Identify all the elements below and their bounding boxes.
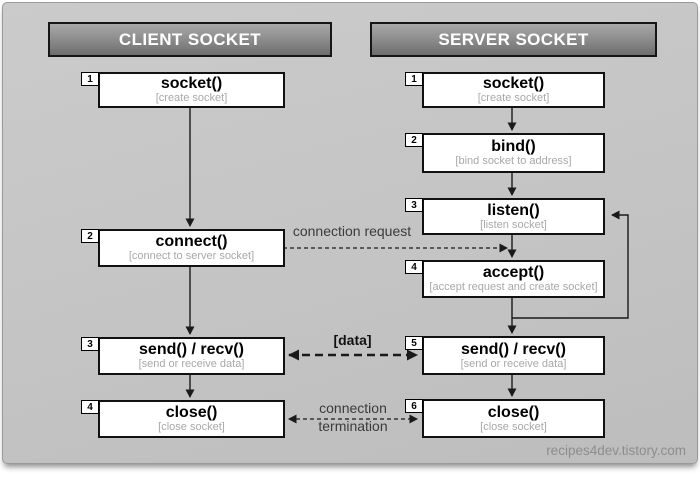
step-number-badge: 4 <box>81 400 99 414</box>
server-step-sendrecv: 5 send() / recv() [send or receive data] <box>405 336 605 375</box>
step-number-badge: 6 <box>405 399 423 413</box>
server-step-socket: 1 socket() [create socket] <box>405 72 605 108</box>
step-title: socket() <box>160 75 223 92</box>
connection-request-label: connection request <box>292 223 412 239</box>
step-subtitle: [create socket] <box>155 92 228 104</box>
step-subtitle: [create socket] <box>477 92 550 104</box>
step-number-badge: 3 <box>81 337 99 351</box>
server-step-bind: 2 bind() [bind socket to address] <box>405 133 605 173</box>
client-step-socket: 1 socket() [create socket] <box>81 72 285 108</box>
step-subtitle: [send or receive data] <box>138 358 245 370</box>
step-subtitle: [close socket] <box>480 420 547 433</box>
watermark-text: recipes4dev.tistory.com <box>546 443 686 458</box>
step-title: send() / recv() <box>139 341 244 358</box>
step-number-badge: 3 <box>405 198 423 212</box>
step-number-badge: 1 <box>81 72 99 86</box>
step-title: send() / recv() <box>461 340 566 358</box>
step-title: socket() <box>482 75 545 92</box>
client-socket-header: CLIENT SOCKET <box>48 22 332 57</box>
step-title: bind() <box>491 138 536 155</box>
step-subtitle: [close socket] <box>158 421 225 433</box>
connection-termination-label-line2: termination <box>318 418 388 434</box>
server-socket-header: SERVER SOCKET <box>370 22 657 57</box>
step-subtitle: [listen socket] <box>480 218 547 231</box>
step-title: close() <box>487 403 540 421</box>
client-step-connect: 2 connect() [connect to server socket] <box>81 229 285 267</box>
step-number-badge: 2 <box>405 133 423 147</box>
server-step-accept: 4 accept() [accept request and create so… <box>405 260 605 298</box>
data-exchange-label: [data] <box>333 332 372 348</box>
server-step-close: 6 close() [close socket] <box>405 399 605 438</box>
step-number-badge: 5 <box>405 336 423 350</box>
arrow-accept-loop-to-listen <box>512 210 629 319</box>
server-step-listen: 3 listen() [listen socket] <box>405 198 605 235</box>
step-number-badge: 4 <box>405 260 423 274</box>
step-subtitle: [connect to server socket] <box>128 250 255 262</box>
step-title: close() <box>165 404 218 421</box>
step-subtitle: [accept request and create socket] <box>429 281 598 293</box>
connection-termination-label-line1: connection <box>319 400 387 416</box>
step-number-badge: 1 <box>405 72 423 86</box>
client-step-close: 4 close() [close socket] <box>81 400 285 438</box>
step-subtitle: [bind socket to address] <box>455 155 572 167</box>
client-step-sendrecv: 3 send() / recv() [send or receive data] <box>81 337 285 375</box>
step-title: listen() <box>487 201 540 219</box>
step-number-badge: 2 <box>81 229 99 243</box>
step-subtitle: [send or receive data] <box>460 357 567 370</box>
step-title: accept() <box>482 264 545 281</box>
step-title: connect() <box>155 233 228 250</box>
